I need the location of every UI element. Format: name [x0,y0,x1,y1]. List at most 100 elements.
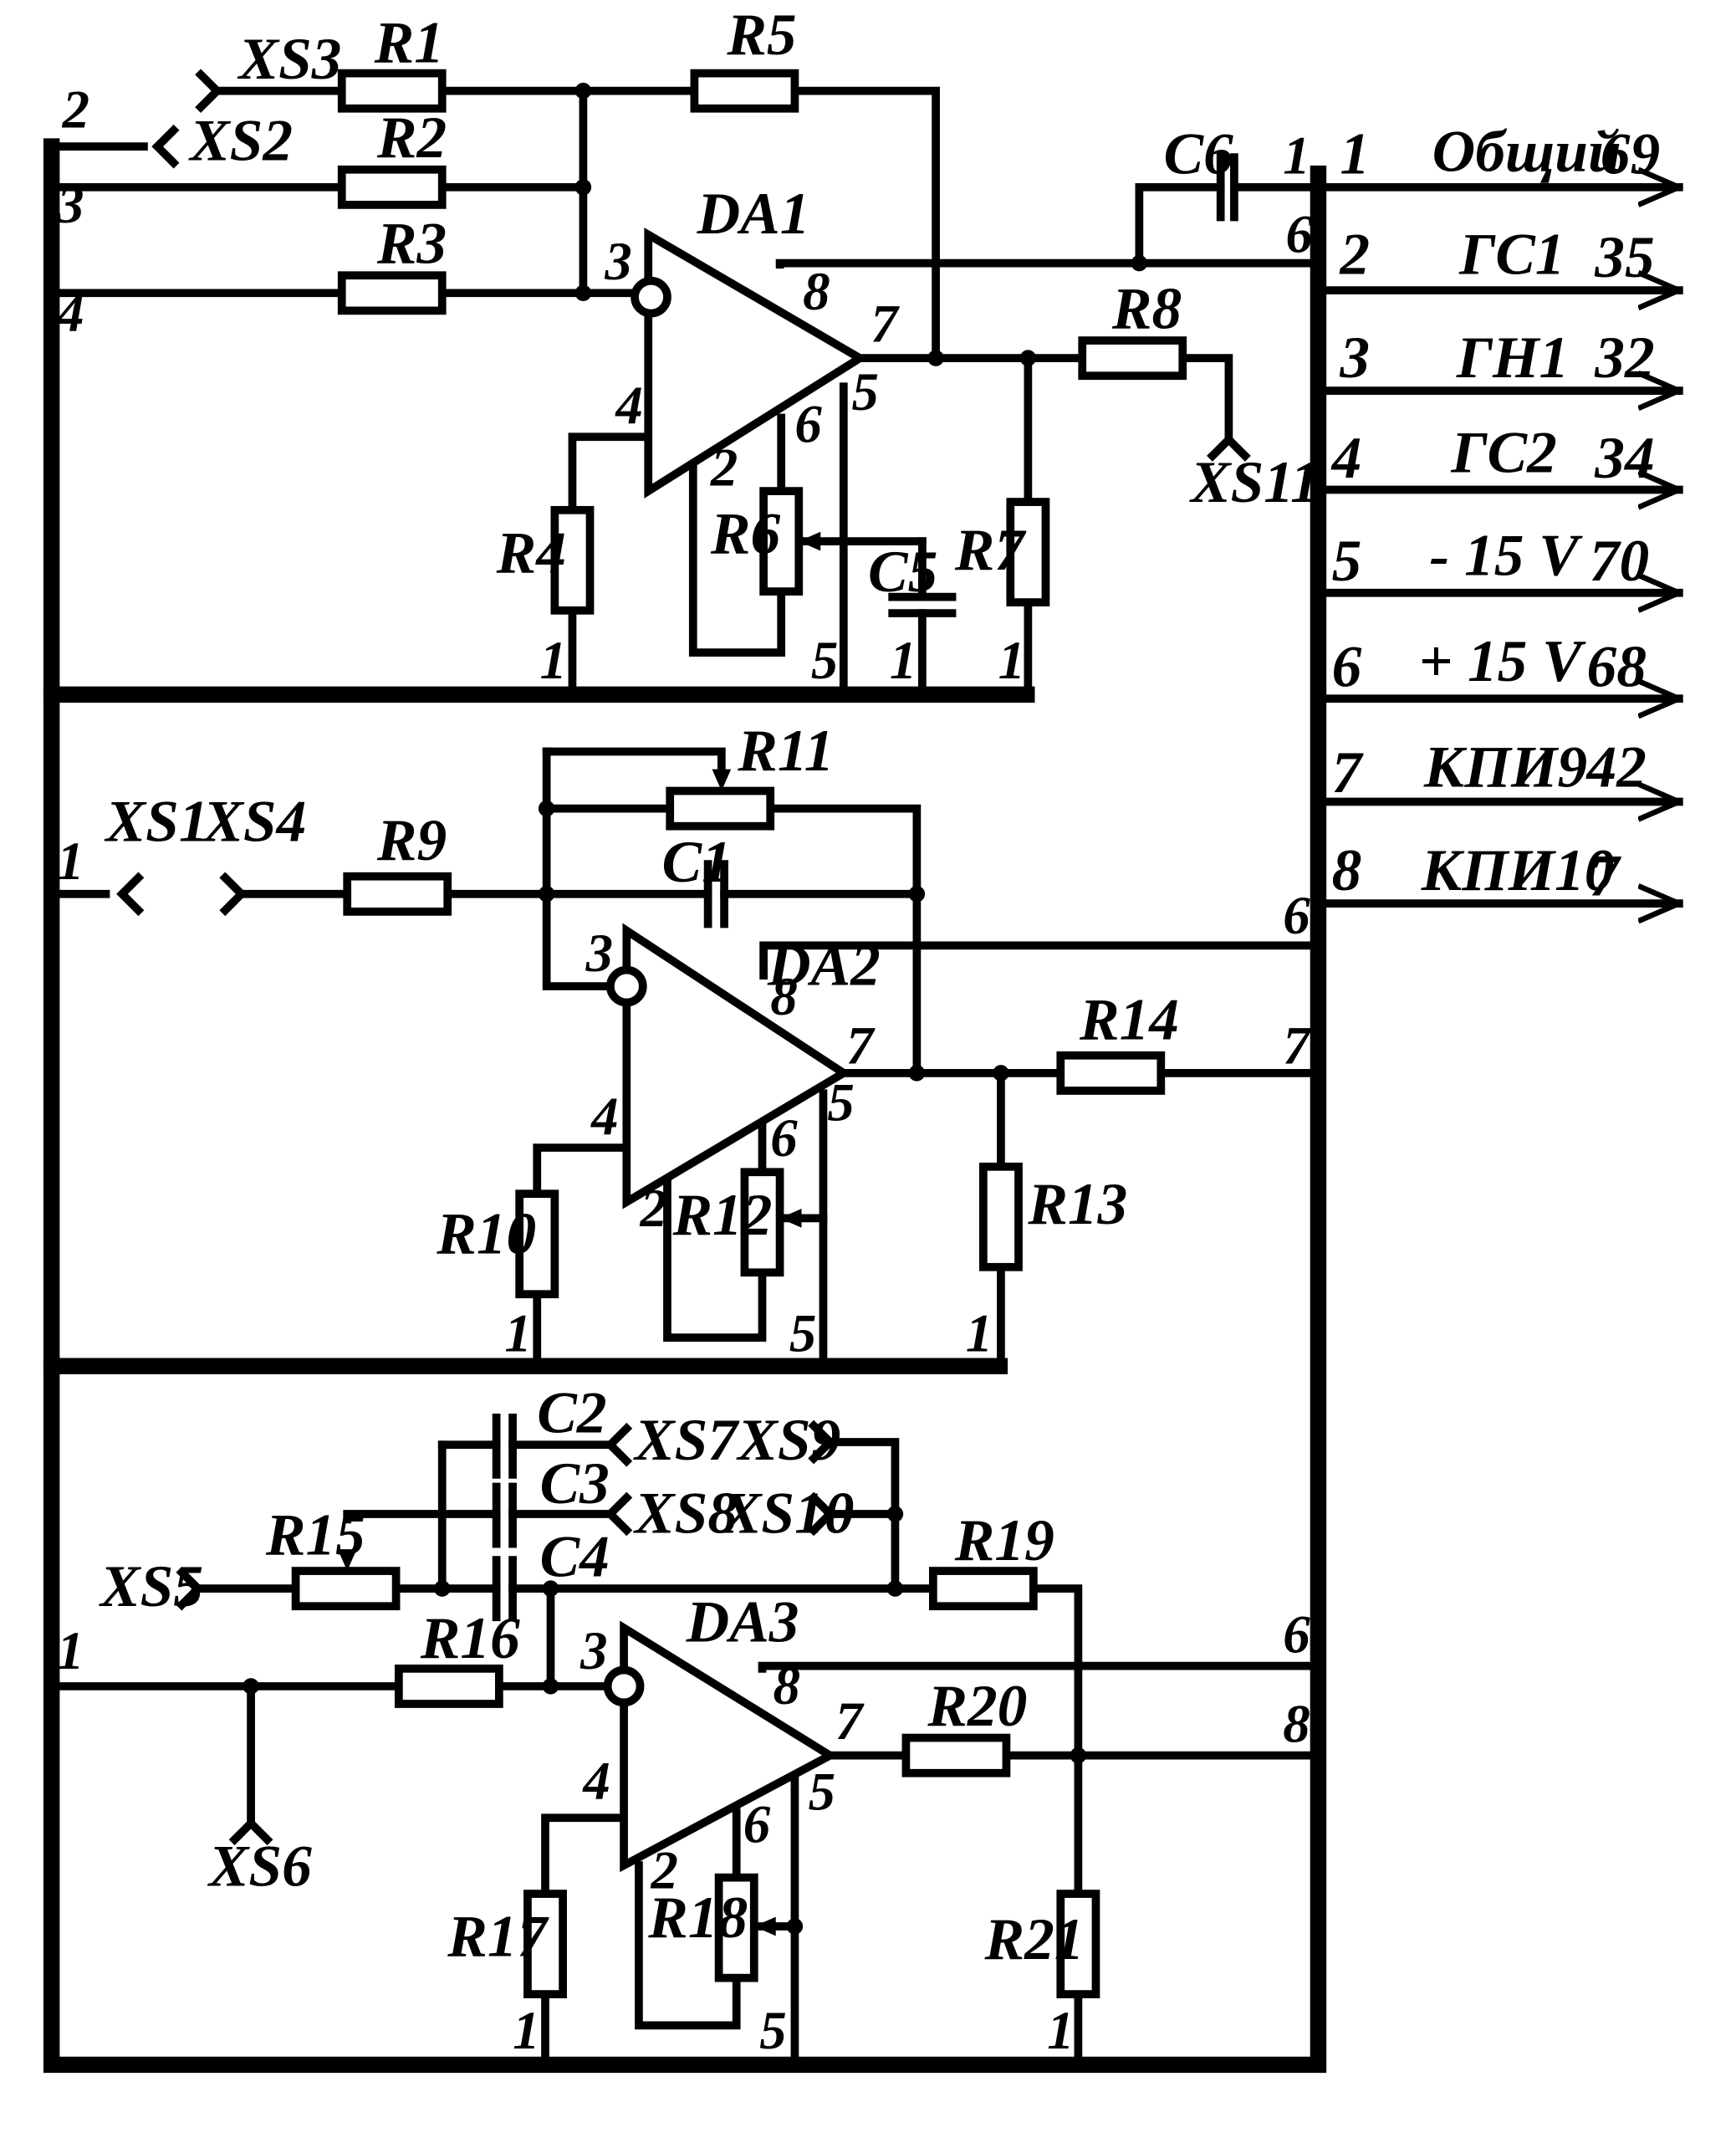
pin-2: 2 [710,438,738,499]
connector-xs7 [604,1422,633,1467]
output-line-6: 6 + 15 V 68 [1314,628,1683,700]
resistor-r11 [666,786,775,831]
wiper-arrow-r18 [753,1916,776,1936]
pin-6: 6 [1286,205,1314,265]
pin-2: 2 [640,1179,667,1239]
label-xs3: XS3 [237,26,341,92]
output-pin: 34 [1594,425,1654,491]
resistor-r15 [291,1567,401,1611]
pin-6: 6 [743,1794,771,1854]
output-num: 2 [1339,222,1370,288]
label-xs9: XS9 [736,1407,840,1473]
capacitor-c3 [492,1482,517,1548]
pin-3: 3 [580,1621,607,1681]
pin-5: 5 [789,1303,816,1363]
label-r13: R13 [1027,1171,1127,1237]
output-num: 7 [1332,739,1365,806]
stage-da2: XS1 XS4 R9 R11 C1 DA2 R14 R13 R10 R12 1 … [47,718,1323,1371]
output-pin: 68 [1587,634,1647,700]
output-name: КПИ10 [1421,837,1615,903]
opamp-da1 [644,228,868,499]
capacitor-c5 [888,592,957,617]
resistor-r6 [759,487,804,596]
resistor-r13 [978,1162,1023,1271]
label-r10: R10 [436,1201,536,1267]
output-name: Общий [1432,118,1621,184]
pin-1: 1 [57,1621,84,1681]
resistor-r5 [690,69,799,113]
label-c5: C5 [868,539,937,605]
opamp-da2 [622,923,851,1210]
output-num: 4 [1330,425,1362,491]
pin-3: 3 [56,175,84,235]
inverting-input-da2 [605,965,647,1007]
capacitor-c6 [1216,153,1238,222]
output-num: 1 [1340,121,1370,187]
label-da3: DA3 [686,1588,799,1655]
pin-7: 7 [871,294,900,355]
connector-xs10 [808,1491,836,1537]
pin-4: 4 [581,1752,610,1812]
capacitor-c2 [492,1413,517,1479]
pin-3: 3 [604,232,631,292]
pin-5: 5 [852,362,879,422]
resistor-r10 [515,1189,559,1299]
output-line-3: 3 ГН1 32 [1314,325,1683,391]
stage-da1: XS3 XS2 R1 R2 R3 R5 DA1 R4 R6 C5 R7 R8 X… [47,2,1323,699]
output-line-4: 4 ГС2 34 [1314,419,1683,491]
connector-xs4 [219,872,248,917]
inverting-input-da3 [603,1665,645,1707]
label-r9: R9 [376,807,447,873]
pin-6: 6 [770,1108,798,1169]
connector-xs2 [151,124,180,169]
output-line-5: 5 - 15 V 70 [1314,523,1683,594]
resistor-r17 [523,1890,567,1998]
pin-5: 5 [759,2001,786,2061]
label-r4: R4 [496,519,566,586]
output-num: 3 [1339,325,1370,391]
label-r18: R18 [647,1885,748,1951]
capacitor-c4 [492,1556,517,1622]
output-name: ГС1 [1458,222,1565,288]
resistor-r1 [337,69,447,113]
label-r3: R3 [376,211,447,277]
output-pin: 69 [1601,121,1660,187]
pin-5: 5 [827,1073,854,1133]
label-xs10: XS10 [720,1481,855,1547]
pin-3: 3 [585,923,613,984]
output-name: - 15 V [1429,523,1583,589]
label-r16: R16 [420,1605,520,1671]
pin-1: 1 [540,631,567,691]
resistor-r8 [1078,336,1187,381]
label-c2: C2 [537,1380,606,1446]
connector-xs8 [604,1491,633,1537]
pin-2: 2 [651,1841,678,1901]
resistor-r7 [1006,498,1050,606]
label-r12: R12 [671,1182,772,1248]
pin-7: 7 [835,1691,865,1752]
pin-6: 6 [794,395,822,455]
wiper-arrow-r12 [779,1209,802,1228]
label-c4: C4 [540,1524,610,1590]
pin-8: 8 [770,967,797,1027]
connector-xs3 [195,69,223,114]
resistor-r18 [714,1873,758,1982]
connector-xs1 [116,872,145,917]
label-r6: R6 [710,501,781,567]
output-name: КПИ9 [1423,734,1587,800]
output-pin: 70 [1590,528,1649,594]
output-num: 6 [1332,634,1362,700]
pin-1: 1 [57,831,84,892]
pin-5: 5 [811,631,838,691]
output-name: + 15 V [1418,628,1586,694]
inverting-input-da1 [631,276,671,318]
pin-8: 8 [773,1656,799,1716]
wiper-arrow-r15 [337,1549,357,1572]
resistor-r9 [343,872,452,916]
output-line-8: 8 КПИ10 7 [1314,837,1683,908]
label-xs7: XS7 [633,1407,740,1473]
output-pin: 35 [1594,224,1654,290]
pin-1: 1 [998,631,1025,691]
stage-da3: XS5 R15 C2 C3 C4 XS7 XS8 XS9 XS10 R19 R1… [47,1380,1323,2069]
resistor-r4 [550,505,595,615]
